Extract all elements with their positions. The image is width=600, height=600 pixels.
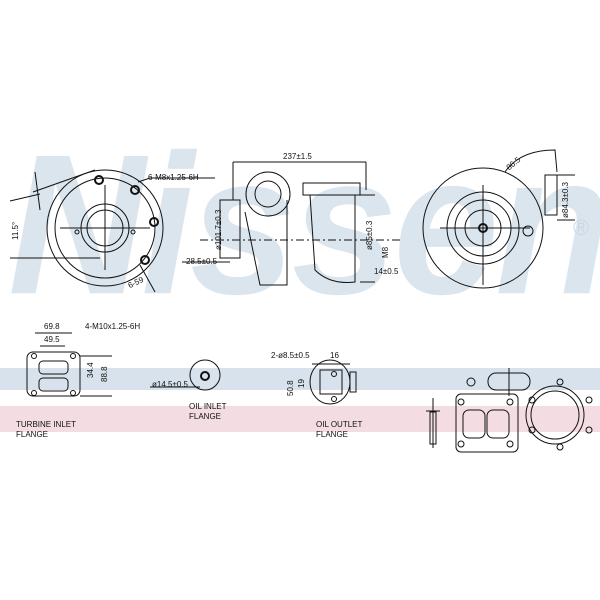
- kit-parts-drawing: [426, 368, 593, 453]
- turbine-inlet-label-2: FLANGE: [16, 430, 49, 439]
- oil-outlet-label-1: OIL OUTLET: [316, 420, 363, 429]
- brand-watermark: Nissens: [8, 113, 600, 337]
- watermark-band-blue: [0, 368, 600, 390]
- side-view-drawing: [182, 161, 400, 286]
- compressor-outlet-diameter: ø84.3±0.3: [561, 182, 570, 218]
- flange-height-outer: 88.8: [100, 366, 109, 382]
- oil-inlet-flange-drawing: [150, 359, 221, 391]
- front-angle: 11.5°: [11, 221, 20, 240]
- turbine-inlet-flange-drawing: [26, 332, 112, 397]
- inlet-offset: 28.5±0.5: [186, 257, 218, 266]
- turbine-inlet-label-1: TURBINE INLET: [16, 420, 77, 429]
- oil-outlet-flange-drawing: [309, 359, 357, 405]
- outlet-offset: 14±0.5: [374, 267, 399, 276]
- registered-mark: ®: [573, 215, 590, 240]
- flange-height-inner: 34.4: [86, 362, 95, 378]
- overall-length: 237±1.5: [283, 152, 312, 161]
- oil-inlet-label-1: OIL INLET: [189, 402, 227, 411]
- oil-outlet-holes: 2-ø8.5±0.5: [271, 351, 310, 360]
- side-thread: M8: [381, 246, 390, 258]
- flange-width-outer: 69.8: [44, 322, 60, 331]
- oil-outlet-label-2: FLANGE: [316, 430, 349, 439]
- oil-outlet-height-inner: 19: [297, 379, 306, 388]
- oil-outlet-width: 16: [330, 351, 339, 360]
- inlet-diameter: ø101.7±0.3: [214, 209, 223, 250]
- oil-inlet-label-2: FLANGE: [189, 412, 222, 421]
- front-view-drawing: [9, 169, 215, 293]
- outlet-diameter: ø85±0.3: [365, 220, 374, 250]
- flange-thread-spec: 4-M10x1.25-6H: [85, 322, 141, 331]
- front-thread-spec: 6-M8x1.25-6H: [148, 173, 199, 182]
- compressor-view-drawing: [422, 149, 575, 289]
- flange-width-inner: 49.5: [44, 335, 60, 344]
- oil-inlet-diameter: ø14.5±0.5: [152, 380, 188, 389]
- oil-outlet-height-outer: 50.8: [286, 380, 295, 396]
